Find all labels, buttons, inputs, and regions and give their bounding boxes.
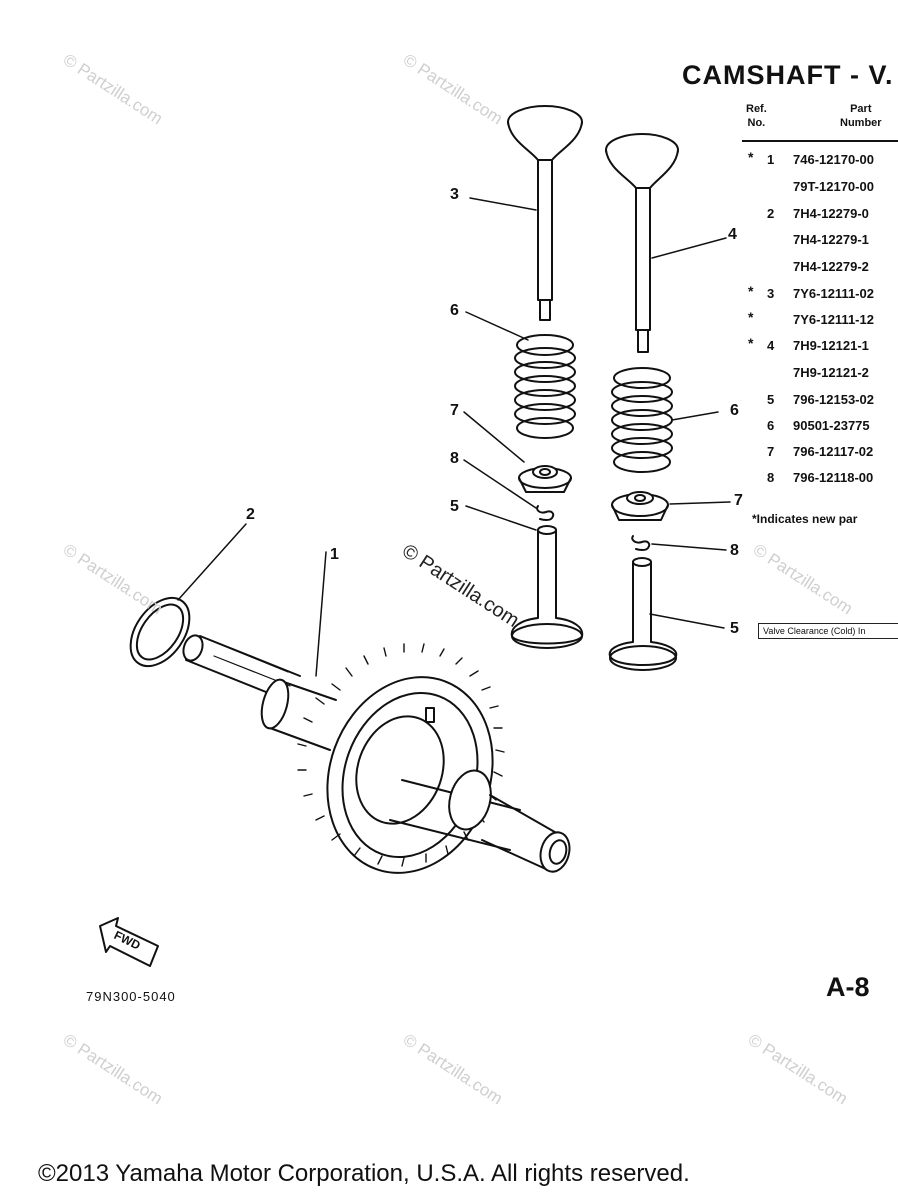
table-header: Ref. No. Part Number xyxy=(742,100,898,142)
camshaft-assembly xyxy=(182,634,571,874)
spring-retainer-left xyxy=(518,465,572,493)
table-row: 79T-12170-00 xyxy=(793,179,874,194)
table-row: 7H9-12121-2 xyxy=(793,365,869,380)
callout-5a: 5 xyxy=(450,498,459,515)
callout-6a: 6 xyxy=(450,302,459,319)
valve-intake xyxy=(507,105,583,321)
valve-spring-right xyxy=(611,367,673,473)
o-ring xyxy=(129,596,191,668)
callout-2: 2 xyxy=(246,506,255,523)
callout-5b: 5 xyxy=(730,620,739,637)
callout-8b: 8 xyxy=(730,542,739,559)
header-part-number: Part Number xyxy=(840,103,882,129)
callout-6b: 6 xyxy=(730,402,739,419)
diagram-code: 79N300-5040 xyxy=(86,989,176,1004)
valve-lifter-right xyxy=(608,557,678,671)
copyright-notice: ©2013 Yamaha Motor Corporation, U.S.A. A… xyxy=(38,1160,690,1187)
callout-3: 3 xyxy=(450,186,459,203)
table-row: 7H4-12279-1 xyxy=(793,232,869,247)
callout-4: 4 xyxy=(728,226,737,243)
valve-keeper-left xyxy=(536,505,555,521)
new-part-note: *Indicates new par xyxy=(752,512,858,526)
valve-clearance-box: Valve Clearance (Cold) In xyxy=(758,623,898,639)
table-row: *7Y6-12111-12 xyxy=(748,309,874,327)
valve-keeper-right xyxy=(631,535,651,551)
table-row: 7H4-12279-2 xyxy=(793,259,869,274)
valve-lifter-left xyxy=(510,525,584,649)
page-title: CAMSHAFT - V. xyxy=(682,60,894,90)
callout-7a: 7 xyxy=(450,402,459,419)
spring-retainer-right xyxy=(611,491,669,521)
valve-exhaust xyxy=(605,133,679,353)
valve-spring-left xyxy=(514,334,576,439)
callout-7b: 7 xyxy=(734,492,743,509)
callout-leaders xyxy=(177,197,731,677)
page-number: A-8 xyxy=(826,972,870,1002)
forward-arrow-icon xyxy=(99,917,159,967)
header-ref-no: Ref. No. xyxy=(746,103,767,129)
callout-1: 1 xyxy=(330,546,339,563)
callout-8a: 8 xyxy=(450,450,459,467)
